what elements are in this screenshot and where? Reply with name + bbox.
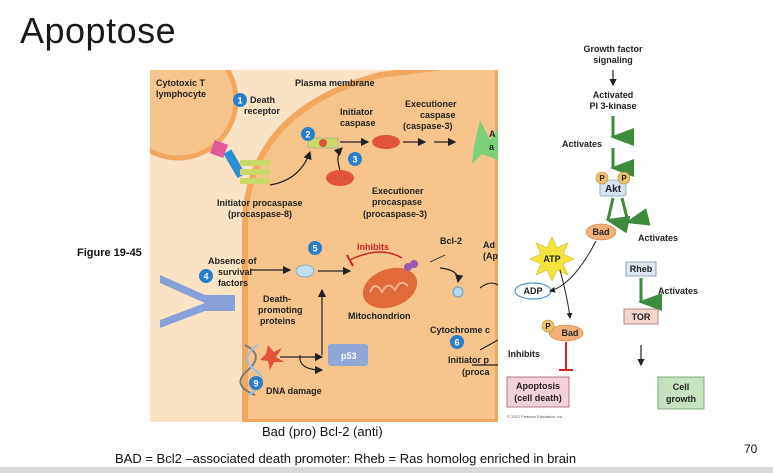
mitochondrion-icon [362,267,418,309]
svg-text:2: 2 [305,130,310,140]
label-death-promoting-3: proteins [260,316,296,326]
label-absence-2: survival [218,267,252,277]
label-absence-3: factors [218,278,248,288]
label-inhibits-right: Inhibits [508,349,540,359]
label-executioner-caspase-3: (caspase-3) [403,121,453,131]
rheb-node: Rheb [625,261,657,277]
bottom-scrollbar [0,467,773,473]
executioner-caspase-icon [372,135,400,149]
svg-text:Bad: Bad [592,227,609,237]
label-death-promoting-2: promoting [258,305,303,315]
label-initiator-caspase-1: Initiator [340,107,373,117]
copyright: © 2012 Pearson Education, Inc. [507,414,564,419]
tor-node: TOR [623,308,659,325]
page-number: 70 [744,442,758,456]
svg-text:Bad: Bad [561,328,578,338]
akt-node: Akt P P [595,171,631,197]
label-executioner-caspase-1: Executioner [405,99,457,109]
apoptosis-pathway-figure: 1 2 3 4 5 6 9 Cytotoxic T lymphocyte Pla… [150,70,498,422]
caption-abbreviations: BAD = Bcl2 –associated death promoter: R… [115,451,577,466]
label-executioner-procaspase-2: procaspase [372,197,422,207]
step-9: 9 [249,376,263,390]
svg-text:5: 5 [312,244,317,254]
cut-text-a1: A [489,129,496,139]
label-dna-damage: DNA damage [266,386,322,396]
phospho-bad-node: Bad P [541,319,584,342]
label-initiator-p-2: (proca [462,367,491,377]
p53-box [328,344,368,366]
step-6: 6 [450,335,464,349]
label-growth-factor-1: Growth factor [583,44,642,54]
label-executioner-caspase-2: caspase [420,110,456,120]
step-4: 4 [199,269,213,283]
label-mitochondrion: Mitochondrion [348,311,411,321]
svg-text:P: P [545,322,551,331]
death-receptor-icon [223,149,270,184]
step-5: 5 [308,241,322,255]
cut-text-ad: Ad [483,240,495,250]
figure-label: Figure 19-45 [77,247,142,259]
svg-text:1: 1 [237,96,242,106]
svg-text:ADP: ADP [523,286,542,296]
label-activated-pi3k-2: PI 3-kinase [589,101,636,111]
svg-text:P: P [621,174,627,183]
label-activates-2: Activates [638,233,678,243]
label-initiator-caspase-2: caspase [340,118,376,128]
label-growth-factor-2: signaling [593,55,633,65]
label-initiator-procaspase-2: (procaspase-8) [228,209,292,219]
label-initiator-procaspase-1: Initiator procaspase [217,198,303,208]
cell-growth-box: Cell growth [657,376,705,410]
label-bcl2: Bcl-2 [440,236,462,246]
step-2: 2 [301,127,315,141]
label-death-receptor-1: Death [250,95,275,105]
label-activates-1: Activates [562,139,602,149]
death-promoting-protein-icon [295,264,315,278]
svg-text:Cell: Cell [673,382,690,392]
label-inhibits: Inhibits [357,242,389,252]
svg-text:TOR: TOR [632,312,651,322]
label-death-promoting-1: Death- [263,294,291,304]
svg-text:9: 9 [253,379,258,389]
label-cytotoxic-2: lymphocyte [156,89,206,99]
atp-star-icon: ATP [529,236,575,282]
label-cytotoxic-1: Cytotoxic T [156,78,206,88]
svg-text:3: 3 [352,155,357,165]
label-p53: p53 [341,351,357,361]
executioner-procaspase-icon [326,170,354,186]
svg-text:6: 6 [454,338,459,348]
bad-node: Bad [585,223,617,241]
label-initiator-p-1: Initiator p [448,355,489,365]
label-executioner-procaspase-3: (procaspase-3) [363,209,427,219]
svg-text:ATP: ATP [543,254,560,264]
svg-text:P: P [599,174,605,183]
svg-text:Rheb: Rheb [630,264,653,274]
label-death-receptor-2: receptor [244,106,281,116]
label-activated-pi3k-1: Activated [593,90,634,100]
label-plasma-membrane: Plasma membrane [295,78,375,88]
apoptosis-box: Apoptosis (cell death) [506,376,570,408]
slide-title: Apoptose [20,10,177,51]
akt-signaling-figure: Growth factor signaling Activated PI 3-k… [498,40,738,425]
label-executioner-procaspase-1: Executioner [372,186,424,196]
svg-text:4: 4 [203,272,208,282]
label-activates-3: Activates [658,286,698,296]
death-ligand-icon [210,140,228,158]
adp-node: ADP [514,282,552,300]
cut-text-ap: (Ap [483,251,498,261]
svg-text:Apoptosis: Apoptosis [516,381,560,391]
svg-text:(cell death): (cell death) [514,393,562,403]
cut-text-a2: a [489,142,495,152]
svg-text:growth: growth [666,394,696,404]
label-cytochrome: Cytochrome c [430,325,490,335]
label-absence-1: Absence of [208,256,258,266]
svg-text:Akt: Akt [605,184,622,195]
survival-receptor-icon [160,275,235,328]
step-1: 1 [233,93,247,107]
step-3: 3 [348,152,362,166]
caption-bad-bcl2: Bad (pro) Bcl-2 (anti) [262,424,383,439]
